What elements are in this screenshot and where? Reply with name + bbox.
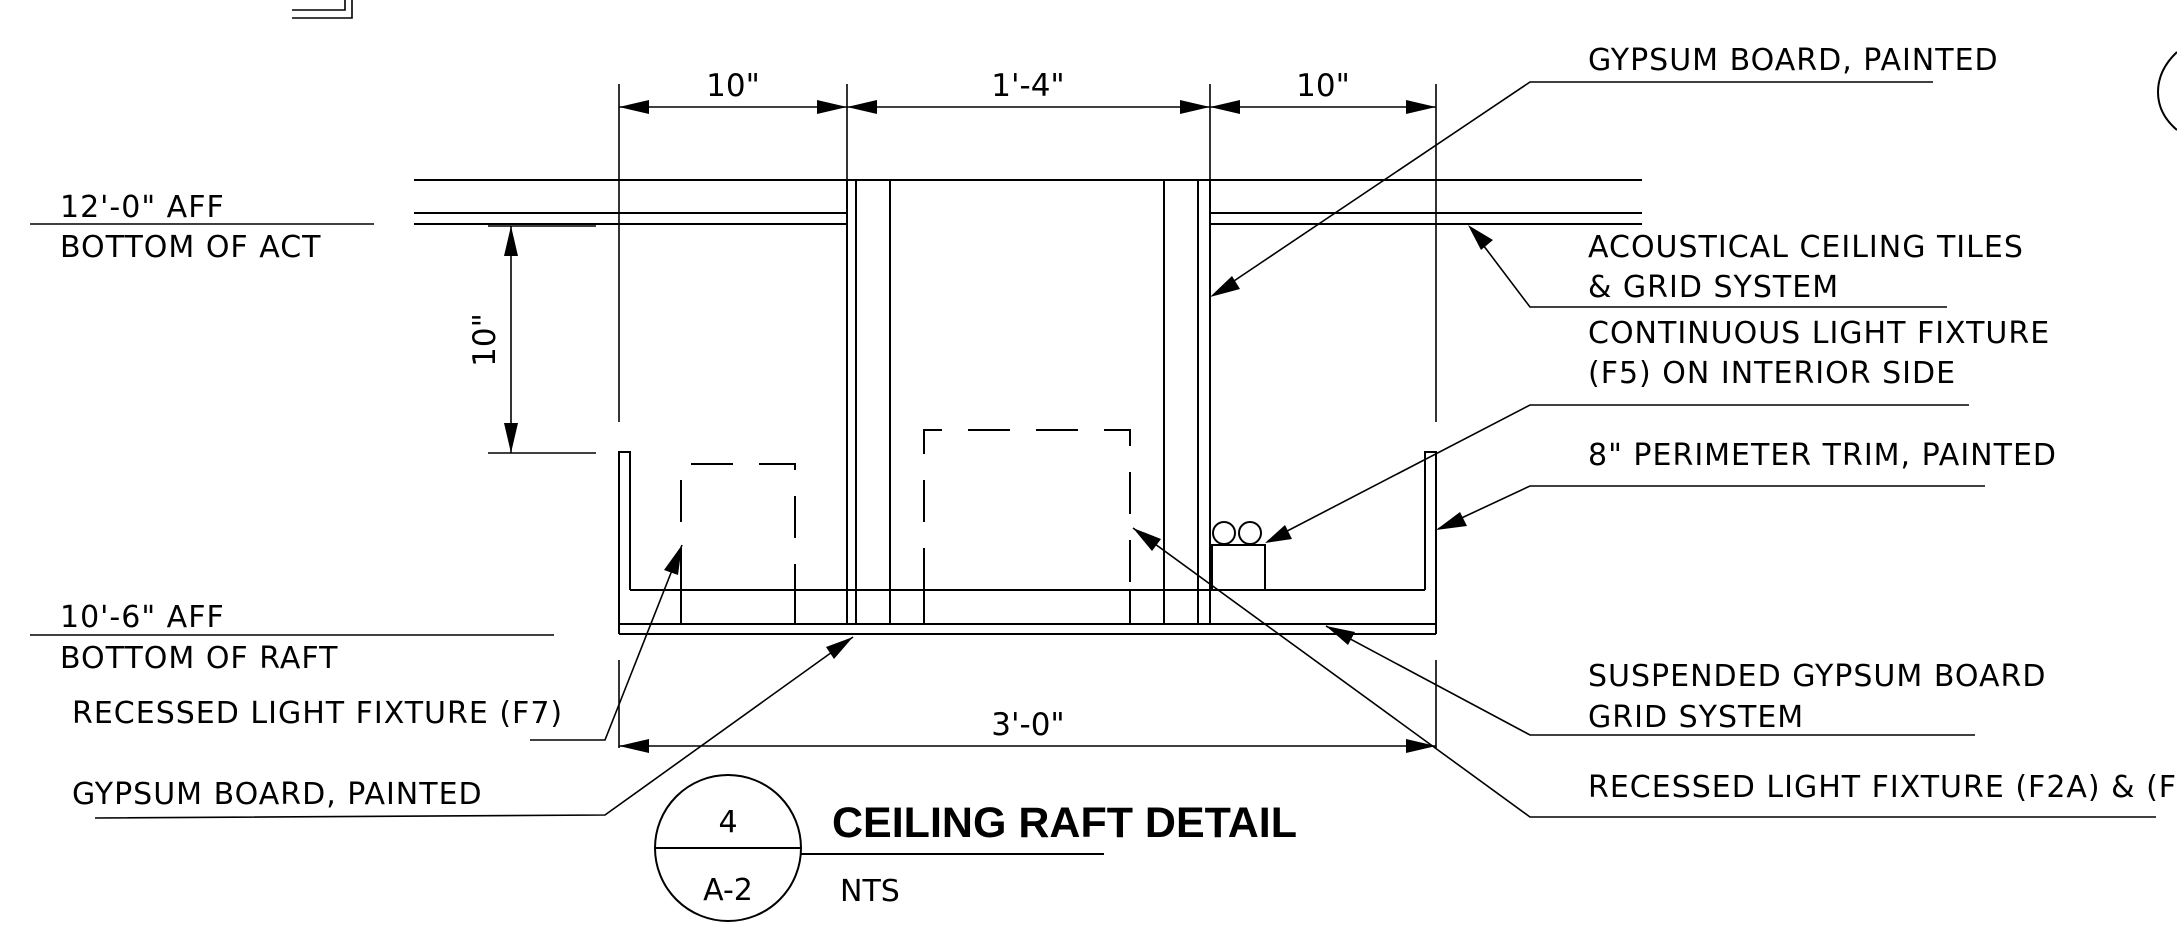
recessed-fixture-f2a-f3a <box>923 429 1131 590</box>
note-recessed-f7: RECESSED LIGHT FIXTURE (F7) <box>72 696 563 731</box>
dimension-top-middle: 1'-4" <box>991 68 1064 104</box>
ceiling-description-label: BOTTOM OF ACT <box>60 230 322 265</box>
recessed-fixture-f7 <box>680 463 796 590</box>
raft-structure <box>618 180 1437 635</box>
bottom-overall-dimension: 3'-0" <box>618 660 1437 753</box>
dimension-top-right: 10" <box>1296 68 1350 104</box>
right-notes: GYPSUM BOARD, PAINTED ACOUSTICAL CEILING… <box>1588 43 2177 805</box>
raft-level-marker: 10'-6" AFF BOTTOM OF RAFT <box>30 600 554 676</box>
top-dimension-string: 10" 1'-4" 10" <box>618 68 1437 422</box>
note-act-line2: & GRID SYSTEM <box>1588 270 1839 305</box>
raft-description-label: BOTTOM OF RAFT <box>60 641 338 676</box>
note-act-line1: ACOUSTICAL CEILING TILES <box>1588 230 2024 265</box>
continuous-light-fixture-f5 <box>1211 521 1266 591</box>
detail-scale: NTS <box>840 874 900 909</box>
note-recessed-f2a-f3a: RECESSED LIGHT FIXTURE (F2A) & (F3A) <box>1588 770 2177 805</box>
acoustical-ceiling <box>414 179 1642 225</box>
raft-elevation-label: 10'-6" AFF <box>60 600 225 635</box>
left-notes: RECESSED LIGHT FIXTURE (F7) GYPSUM BOARD… <box>72 696 563 812</box>
note-gypsum-board-right: GYPSUM BOARD, PAINTED <box>1588 43 1999 78</box>
adjacent-bubble-fragment <box>2156 51 2177 131</box>
note-gypsum-board-left: GYPSUM BOARD, PAINTED <box>72 777 483 812</box>
note-grid-line2: GRID SYSTEM <box>1588 700 1804 735</box>
corner-fragment <box>292 0 353 19</box>
dimension-bottom-overall: 3'-0" <box>991 707 1064 743</box>
sheet-number: A-2 <box>703 873 753 908</box>
vertical-dimension: 10" <box>467 225 596 454</box>
note-f5-line1: CONTINUOUS LIGHT FIXTURE <box>1588 316 2050 351</box>
detail-title-block: 4 A-2 CEILING RAFT DETAIL NTS <box>654 774 1297 922</box>
ceiling-elevation-label: 12'-0" AFF <box>60 190 225 225</box>
ceiling-level-marker: 12'-0" AFF BOTTOM OF ACT <box>30 190 374 265</box>
detail-number: 4 <box>718 805 737 840</box>
note-f5-line2: (F5) ON INTERIOR SIDE <box>1588 356 1956 391</box>
detail-title: CEILING RAFT DETAIL <box>832 799 1297 847</box>
note-grid-line1: SUSPENDED GYPSUM BOARD <box>1588 659 2046 694</box>
dimension-vertical: 10" <box>467 313 503 367</box>
note-perimeter-trim: 8" PERIMETER TRIM, PAINTED <box>1588 438 2057 473</box>
leader-lines <box>94 81 2156 819</box>
dimension-top-left: 10" <box>706 68 760 104</box>
